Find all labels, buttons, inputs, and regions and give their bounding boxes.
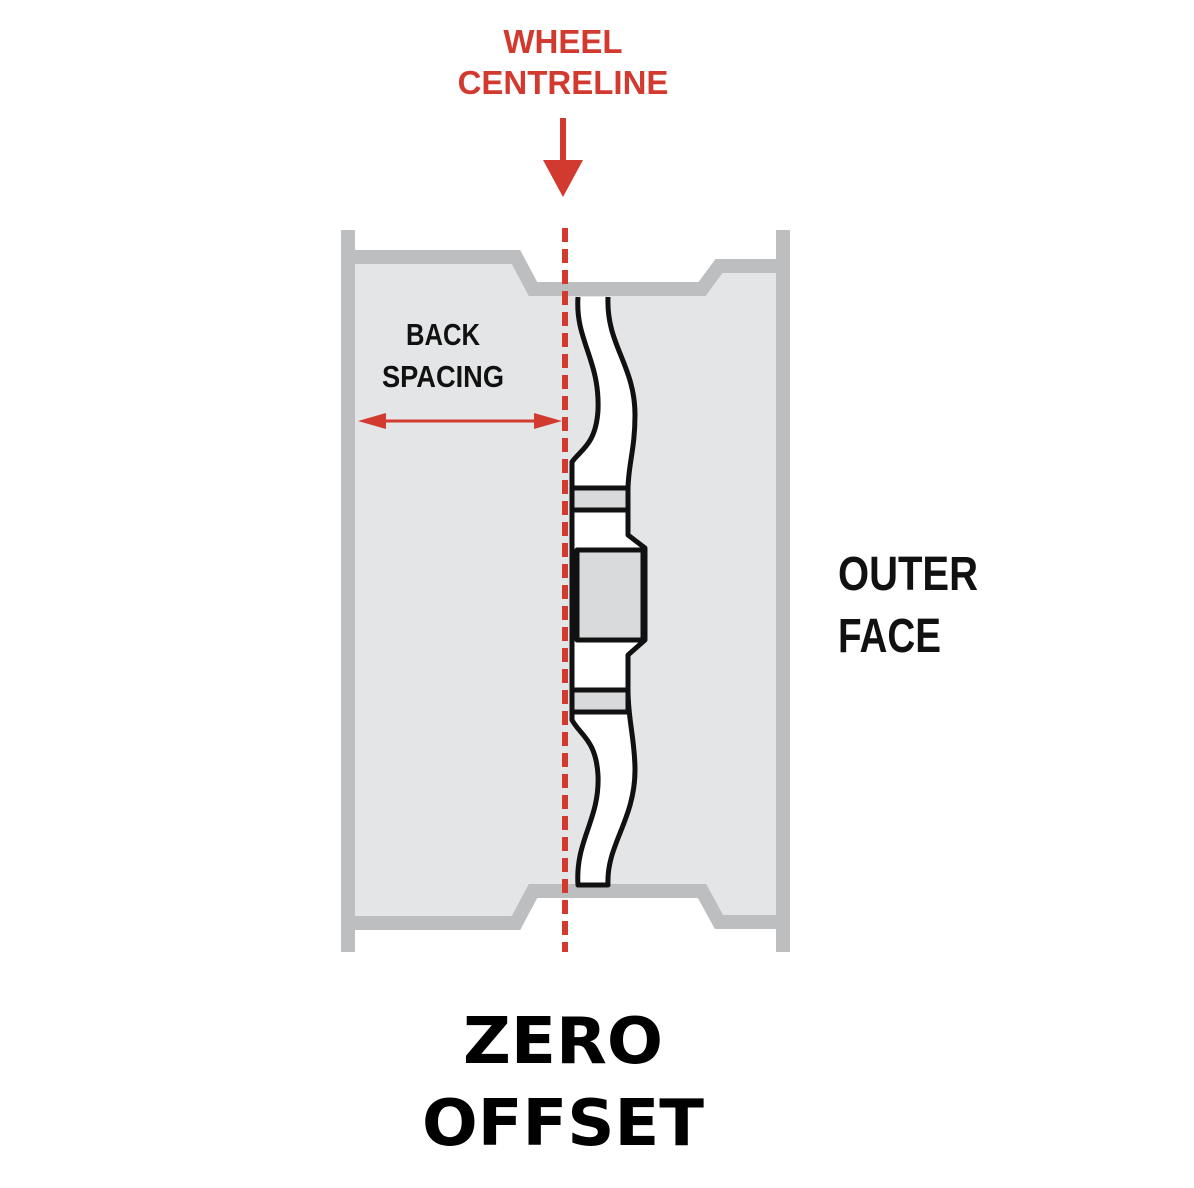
disc-band-bottom [569, 687, 631, 715]
back-spacing-arrow-icon [358, 413, 562, 429]
wheel-rim [341, 230, 790, 952]
outer-face-label-2: FACE [838, 610, 941, 663]
disc-band-top [569, 485, 631, 513]
centreline-arrow-icon [543, 118, 583, 197]
back-spacing-label-1: BACK [406, 317, 480, 352]
title-line-1: WHEEL [503, 23, 622, 60]
caption-line-2: OFFSET [422, 1087, 704, 1161]
back-spacing-label-2: SPACING [382, 359, 504, 394]
caption-line-1: ZERO [463, 1005, 663, 1079]
wheel-disc [569, 296, 648, 888]
wheel-hub [574, 547, 646, 643]
title-line-2: CENTRELINE [458, 64, 669, 101]
outer-face-label-1: OUTER [838, 548, 978, 601]
